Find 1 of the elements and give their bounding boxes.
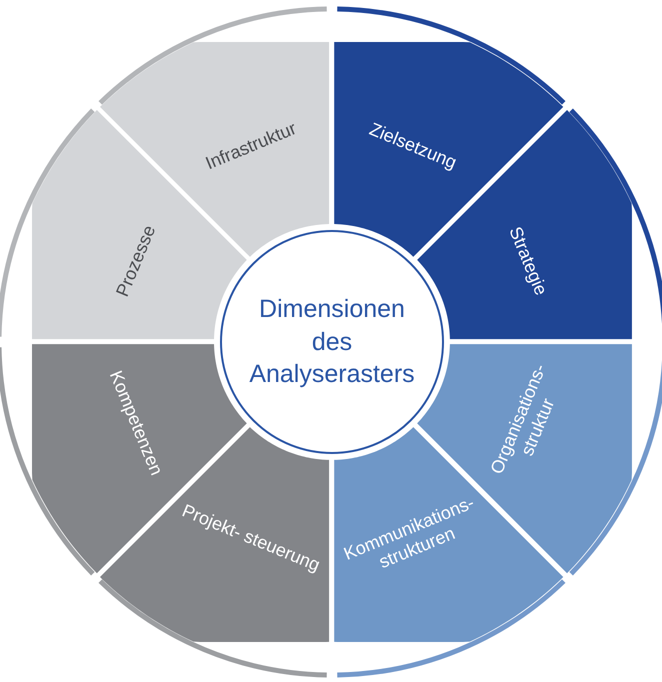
center-title: Dimensionen des Analyserasters (248, 294, 416, 390)
